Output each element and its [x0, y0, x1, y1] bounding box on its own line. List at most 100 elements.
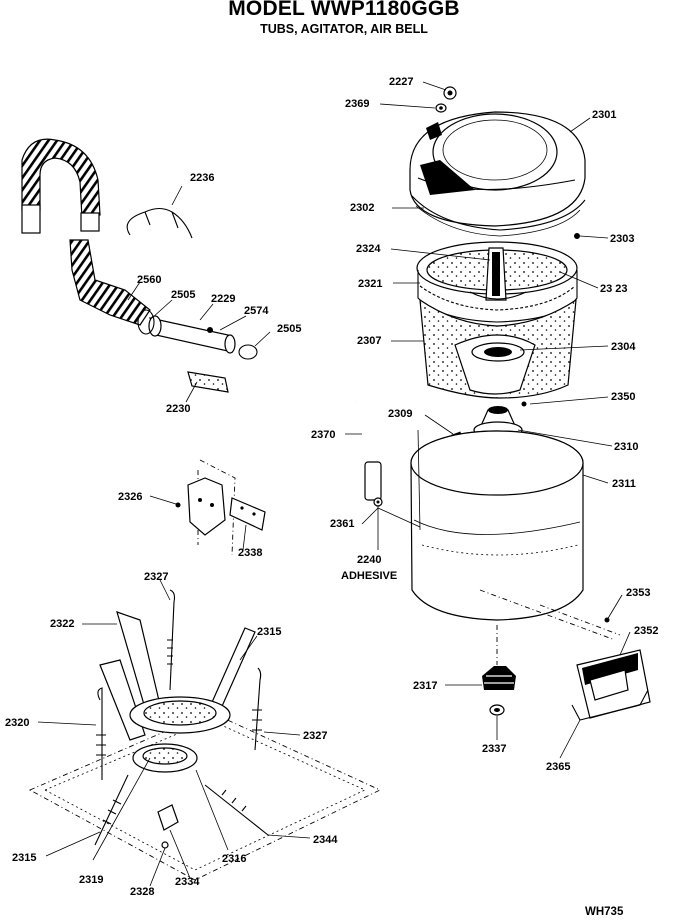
callout-2370: 2370	[311, 429, 335, 441]
leader-line	[559, 271, 599, 289]
leader-line	[619, 631, 631, 656]
diagram-subtitle: TUBS, AGITATOR, AIR BELL	[260, 22, 428, 36]
leader-lines	[37, 81, 631, 887]
part-spring-2327-a	[167, 589, 176, 691]
leader-line	[199, 303, 214, 321]
callout-2307: 2307	[357, 335, 381, 347]
leader-line	[519, 345, 609, 351]
callout-2560: 2560	[137, 274, 161, 286]
callout-2236: 2236	[190, 172, 214, 184]
leader-line	[159, 579, 171, 601]
callout-2229: 2229	[211, 293, 235, 305]
part-2319-gearcase-mount	[129, 696, 231, 773]
leader-line	[529, 396, 609, 405]
leader-line	[559, 719, 581, 759]
part-2227-screw	[443, 86, 457, 100]
callout-2320: 2320	[5, 717, 29, 729]
part-2326-bracket	[175, 459, 236, 556]
callout-2227: 2227	[389, 76, 413, 88]
part-spring-2327-b	[252, 667, 262, 751]
callout-2309: 2309	[388, 408, 412, 420]
leader-line	[422, 81, 447, 91]
callout-2315-b: 2315	[12, 852, 36, 864]
callout-2574: 2574	[244, 305, 269, 317]
callout-2334: 2334	[175, 876, 200, 888]
leader-line	[517, 429, 613, 447]
part-2350-washer	[521, 401, 527, 407]
leader-line	[267, 834, 311, 839]
callout-2316: 2316	[222, 853, 246, 865]
leader-line	[263, 731, 301, 736]
callout-2327-a: 2327	[144, 571, 168, 583]
leader-line	[379, 103, 436, 109]
leader-line	[239, 635, 258, 661]
callout-2323: 23 23	[600, 283, 628, 295]
callout-2327-b: 2327	[303, 730, 327, 742]
leader-line	[254, 331, 271, 347]
leader-line	[127, 281, 141, 301]
callout-2317: 2317	[413, 680, 437, 692]
part-2337-washer	[489, 704, 505, 716]
part-2505-clamp-b	[238, 344, 258, 360]
callout-2361: 2361	[330, 518, 354, 530]
leader-line	[149, 495, 177, 505]
leader-line	[390, 248, 491, 261]
part-2338-plate	[229, 497, 266, 531]
callout-2505-b: 2505	[277, 323, 301, 335]
callout-2315-a: 2315	[257, 626, 281, 638]
leader-line	[185, 381, 198, 403]
callout-2319: 2319	[79, 874, 103, 886]
callout-2303: 2303	[610, 233, 634, 245]
model-title: MODEL WWP1180GGB	[228, 0, 460, 20]
callout-2230: 2230	[166, 403, 190, 415]
leader-line	[151, 299, 173, 319]
callout-2302: 2302	[350, 202, 374, 214]
callout-2301: 2301	[592, 109, 616, 121]
callout-2352: 2352	[634, 625, 658, 637]
callout-2311: 2311	[612, 478, 636, 490]
leader-line	[579, 235, 609, 239]
callout-2505-a: 2505	[171, 289, 195, 301]
part-2301-tub-cover	[409, 111, 586, 227]
part-2505-clamp-a	[137, 309, 155, 335]
part-2324-agitator-top	[469, 247, 527, 301]
part-spring-2344	[204, 784, 269, 836]
leader-line	[424, 414, 454, 435]
leader-line	[169, 829, 191, 879]
base-frame	[28, 711, 382, 881]
part-2317-pulley	[482, 666, 516, 690]
callout-2344: 2344	[313, 834, 338, 846]
callout-2353: 2353	[626, 587, 650, 599]
part-2328-mount	[157, 804, 179, 849]
part-2361-air-bell	[364, 461, 383, 507]
callout-2337: 2337	[482, 743, 506, 755]
callout-2324: 2324	[356, 243, 381, 255]
part-2230-valve	[187, 371, 229, 393]
part-2229-connector	[148, 315, 236, 354]
callout-2322: 2322	[50, 618, 74, 630]
leader-line	[569, 117, 591, 133]
part-2303-screw	[574, 233, 580, 239]
leader-line	[242, 524, 247, 551]
callout-2369: 2369	[345, 98, 369, 110]
leader-line	[37, 721, 97, 726]
callout-2240: 2240	[357, 554, 381, 566]
pump-axis-line	[539, 604, 621, 636]
leader-line	[377, 507, 421, 528]
part-2236-hose-clip	[126, 207, 193, 239]
part-spring-2320	[96, 687, 106, 780]
part-spring-2315	[94, 774, 129, 846]
callout-2328: 2328	[130, 886, 154, 898]
callout-2326: 2326	[118, 491, 142, 503]
part-drain-hose	[21, 138, 151, 326]
part-2369-clip	[435, 103, 447, 113]
leader-line	[219, 315, 247, 331]
leader-line	[195, 769, 229, 851]
leader-line	[582, 474, 609, 484]
part-2302-tub-ring	[411, 195, 586, 237]
callout-2365: 2365	[546, 761, 570, 773]
part-2352-pump-bracket	[571, 649, 651, 721]
callout-adhesive: ADHESIVE	[341, 570, 397, 582]
